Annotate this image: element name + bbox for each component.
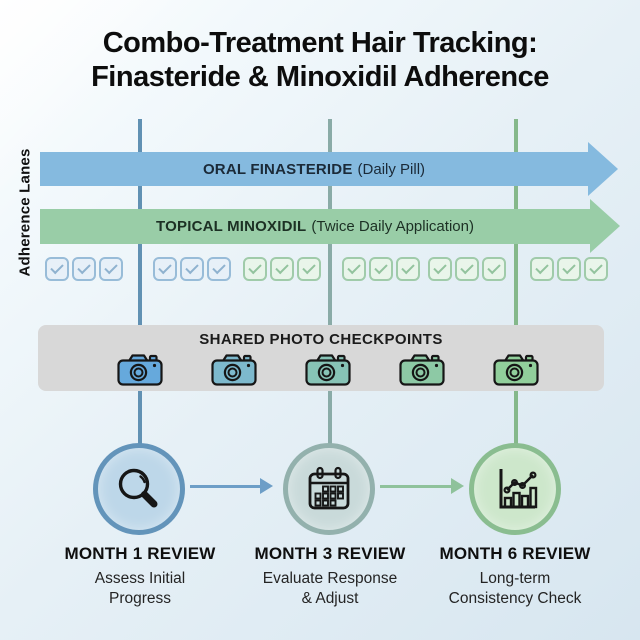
magnifier-icon (118, 468, 158, 508)
month6-connector-line (514, 119, 518, 449)
camera-icon (305, 352, 351, 391)
month6-review-desc: Long-term Consistency Check (448, 570, 582, 607)
flow-arrow-month1-to-month3 (190, 478, 274, 494)
camera-icon (117, 352, 163, 391)
checkbox-group-5 (428, 257, 506, 281)
chart-icon (499, 469, 538, 509)
adherence-lanes-label: Adherence Lanes (16, 148, 34, 277)
month1-review-block: MONTH 1 REVIEW Assess Initial Progress (30, 544, 250, 608)
adherence-checkbox-icon (297, 257, 321, 281)
adherence-checkbox-icon (99, 257, 123, 281)
adherence-checkbox-icon (207, 257, 231, 281)
month3-review-desc: Evaluate Response & Adjust (262, 570, 398, 607)
adherence-checkbox-icon (482, 257, 506, 281)
finasteride-lane-arrow: ORAL FINASTERIDE(Daily Pill) (40, 142, 620, 196)
adherence-checkbox-icon (180, 257, 204, 281)
adherence-checkbox-icon (270, 257, 294, 281)
adherence-checkbox-icon (557, 257, 581, 281)
month6-review-title: MONTH 6 REVIEW (439, 544, 591, 563)
finasteride-lane-body: ORAL FINASTERIDE(Daily Pill) (40, 152, 588, 186)
adherence-checkbox-icon (584, 257, 608, 281)
checkbox-group-6 (530, 257, 608, 281)
month1-review-title: MONTH 1 REVIEW (64, 544, 216, 563)
checkbox-group-4 (342, 257, 420, 281)
month3-review-title: MONTH 3 REVIEW (254, 544, 406, 563)
month6-review-block: MONTH 6 REVIEW Long-term Consistency Che… (405, 544, 625, 608)
flow-arrowhead-icon (451, 478, 464, 494)
camera-icon (211, 352, 257, 391)
adherence-checkbox-icon (530, 257, 554, 281)
minoxidil-lane-body: TOPICAL MINOXIDIL(Twice Daily Applicatio… (40, 209, 590, 244)
minoxidil-arrowhead-icon (590, 199, 620, 253)
flow-arrowhead-icon (260, 478, 273, 494)
page-title-line1: Combo-Treatment Hair Tracking: (102, 27, 538, 59)
checkbox-group-3 (243, 257, 321, 281)
minoxidil-lane-label: TOPICAL MINOXIDIL(Twice Daily Applicatio… (156, 218, 474, 235)
month6-circle (469, 443, 561, 535)
adherence-checkbox-icon (396, 257, 420, 281)
flow-arrow-month3-to-month6 (380, 478, 466, 494)
month3-circle (283, 443, 375, 535)
adherence-checkbox-icon (72, 257, 96, 281)
month3-review-block: MONTH 3 REVIEW Evaluate Response & Adjus… (220, 544, 440, 608)
adherence-checkbox-icon (428, 257, 452, 281)
adherence-checkbox-icon (45, 257, 69, 281)
checkbox-group-1 (45, 257, 123, 281)
month3-connector-line (328, 119, 332, 449)
finasteride-arrowhead-icon (588, 142, 618, 196)
adherence-checkbox-icon (243, 257, 267, 281)
calendar-icon (308, 466, 350, 510)
page-title: Combo-Treatment Hair Tracking: Finasteri… (0, 26, 640, 94)
month1-review-desc: Assess Initial Progress (94, 570, 186, 607)
camera-icon (493, 352, 539, 391)
photo-checkpoints-label: SHARED PHOTO CHECKPOINTS (199, 331, 443, 348)
checkbox-group-2 (153, 257, 231, 281)
month1-connector-line (138, 119, 142, 449)
adherence-checkbox-icon (342, 257, 366, 281)
month1-circle (93, 443, 185, 535)
adherence-checkbox-icon (369, 257, 393, 281)
adherence-checkbox-icon (153, 257, 177, 281)
minoxidil-lane-arrow: TOPICAL MINOXIDIL(Twice Daily Applicatio… (40, 199, 622, 253)
camera-icon (399, 352, 445, 391)
page-title-line2: Finasteride & Minoxidil Adherence (91, 61, 549, 93)
finasteride-lane-label: ORAL FINASTERIDE(Daily Pill) (202, 160, 426, 178)
adherence-checkbox-icon (455, 257, 479, 281)
